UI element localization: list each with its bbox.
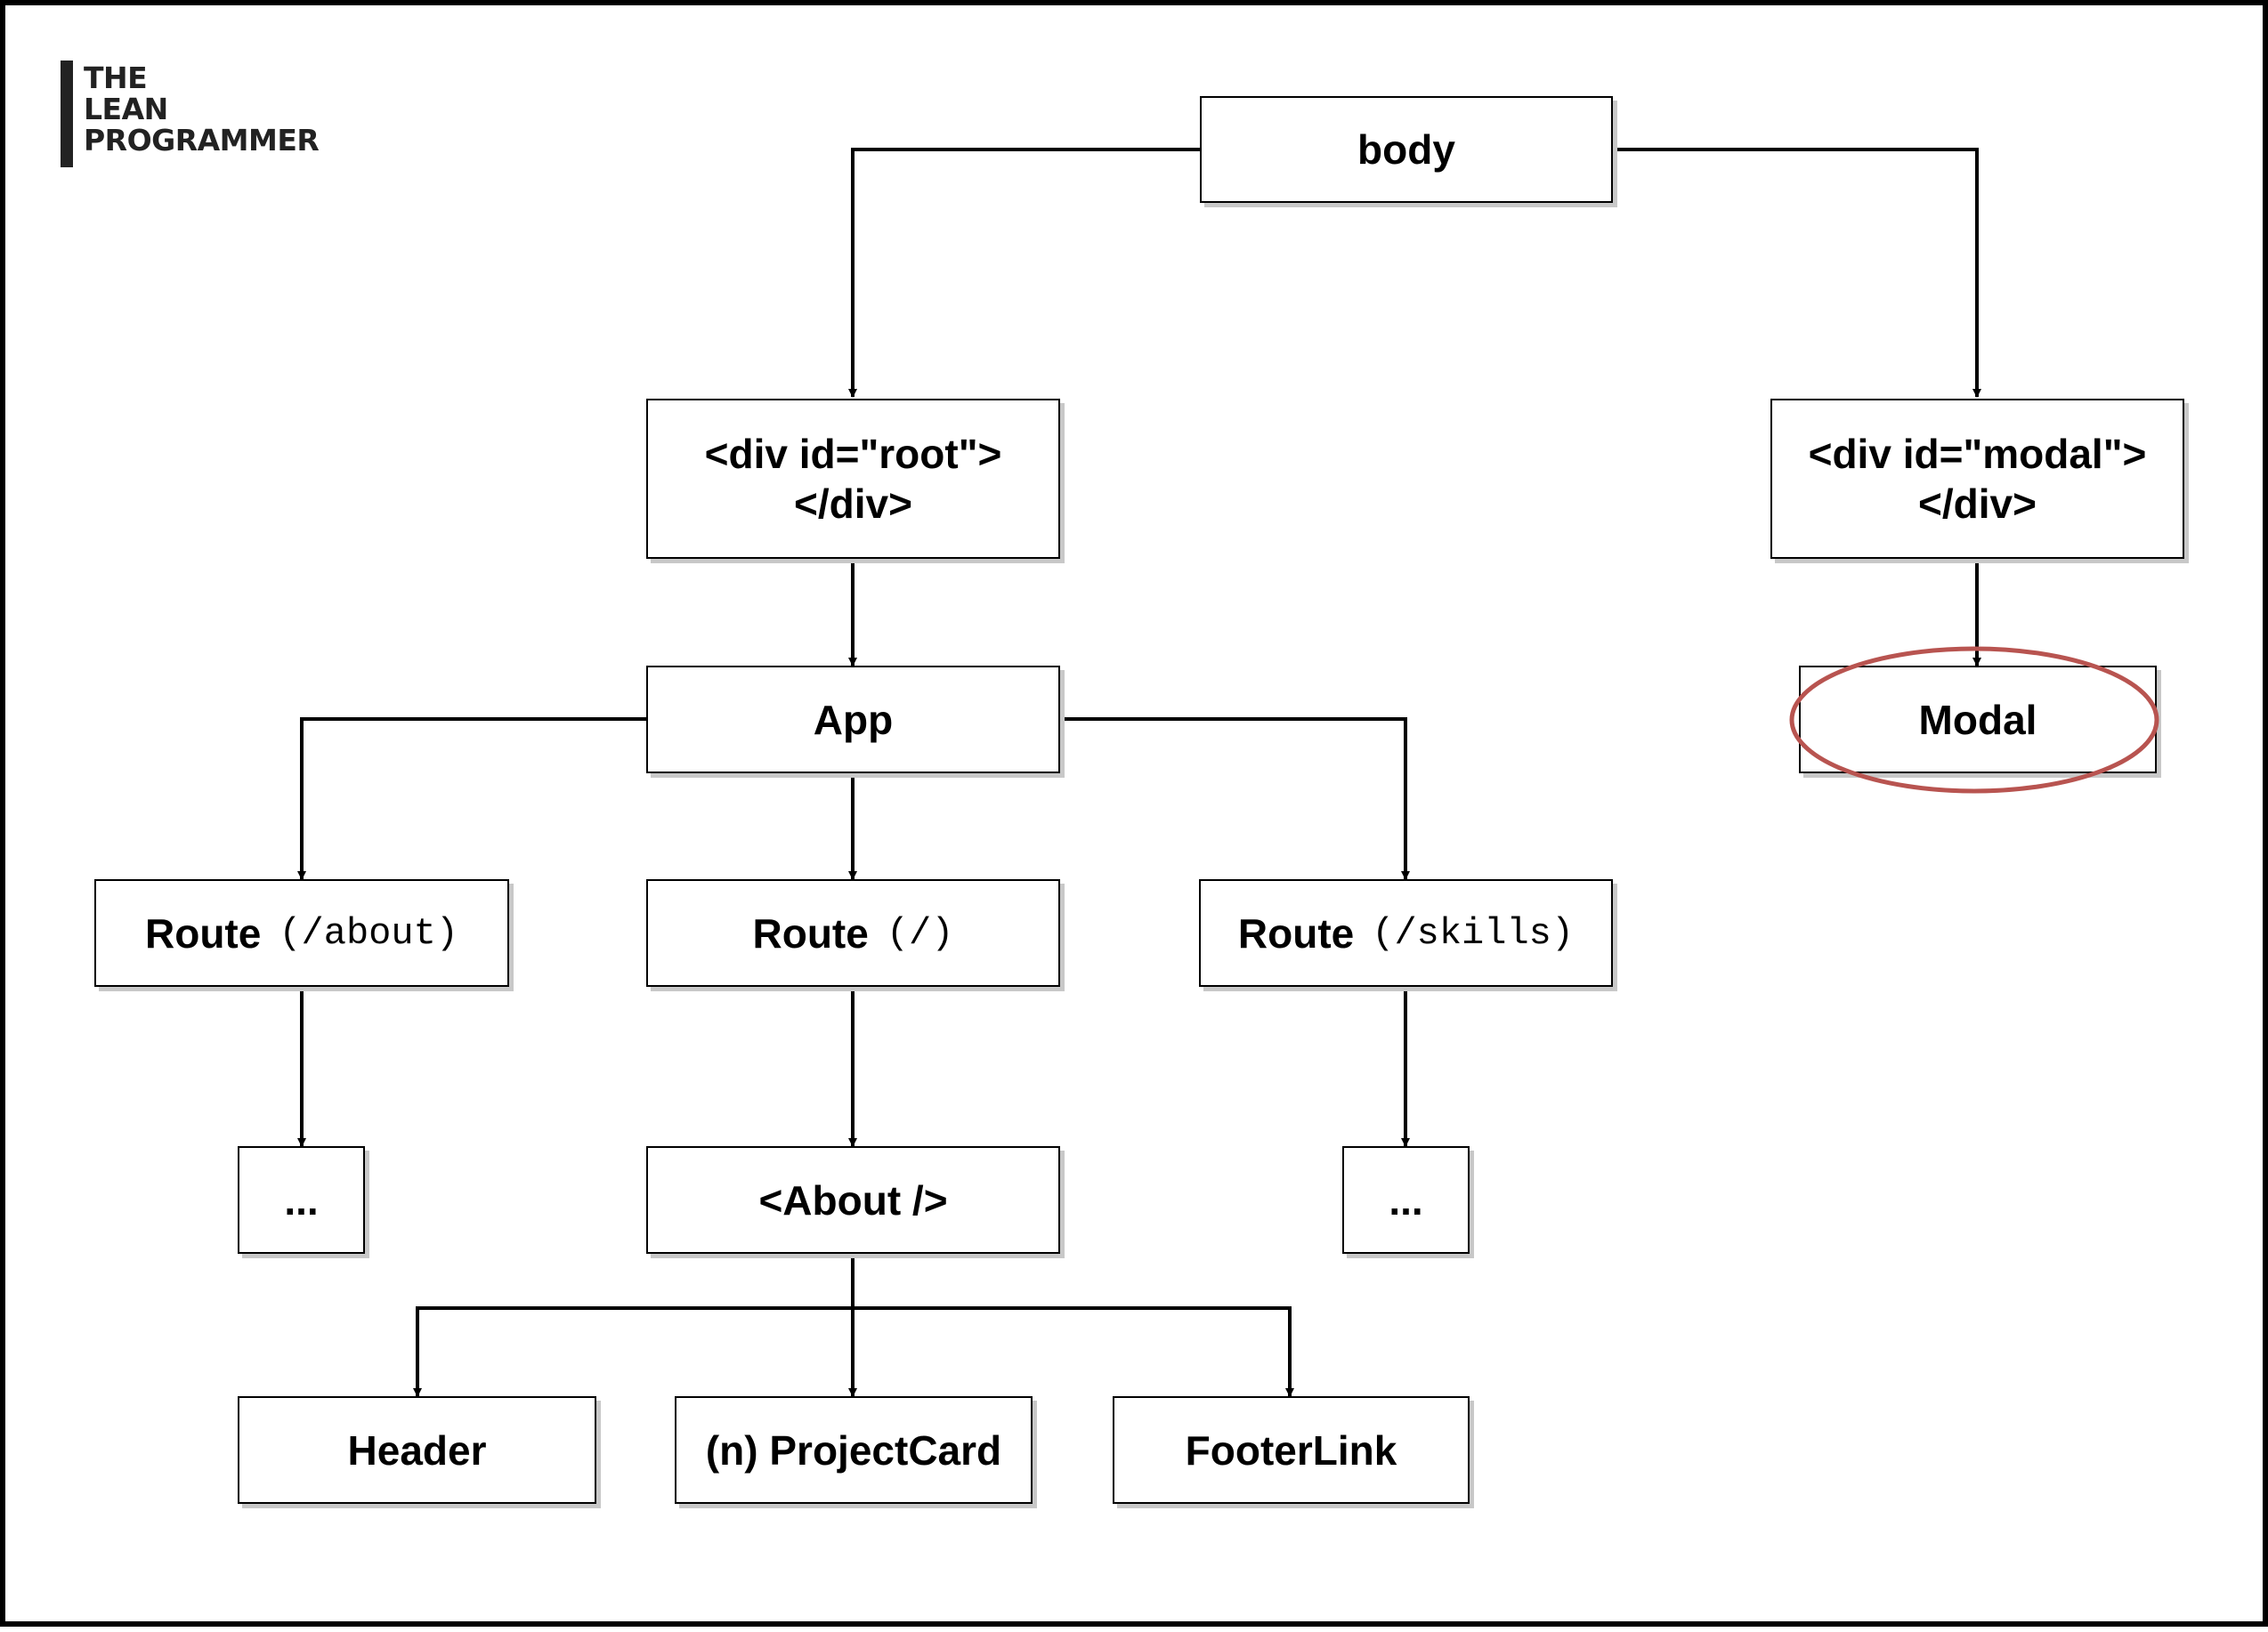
node-ellipsis-left-label: ...	[284, 1176, 319, 1224]
node-modal-label: Modal	[1918, 696, 2037, 743]
edge-about-footer-link	[853, 1306, 1294, 1397]
logo-bar	[61, 61, 73, 167]
logo-line-3: PROGRAMMER	[84, 123, 320, 158]
node-route-home: Route (/)	[646, 879, 1060, 987]
node-ellipsis-right-label: ...	[1389, 1176, 1423, 1224]
node-footer-link: FooterLink	[1113, 1396, 1470, 1504]
node-route-about-path: (/about)	[279, 911, 458, 955]
node-route-about-label: Route	[145, 909, 262, 957]
node-body-label: body	[1357, 126, 1455, 173]
edge-app-route-skills	[1060, 717, 1410, 880]
node-header: Header	[238, 1396, 596, 1504]
node-route-home-label: Route	[752, 909, 869, 957]
node-modal: Modal	[1799, 666, 2157, 773]
node-route-home-path: (/)	[886, 911, 954, 955]
edge-body-root	[848, 148, 1200, 398]
logo-line-1: THE	[84, 61, 148, 95]
node-root-div-line1: <div id="root">	[704, 431, 1002, 477]
node-modal-div-line2: </div>	[1918, 481, 2037, 527]
node-root-div: <div id="root"> </div>	[646, 399, 1060, 559]
node-modal-div-line1: <div id="modal">	[1808, 431, 2147, 477]
edge-body-modal-container	[1612, 148, 1981, 398]
node-app-label: App	[813, 696, 894, 743]
node-root-div-line2: </div>	[794, 481, 912, 527]
node-project-card: (n) ProjectCard	[675, 1396, 1033, 1504]
node-route-about: Route (/about)	[94, 879, 509, 987]
node-modal-div: <div id="modal"> </div>	[1770, 399, 2184, 559]
node-ellipsis-right: ...	[1342, 1146, 1470, 1254]
node-route-skills-path: (/skills)	[1372, 911, 1575, 955]
node-body: body	[1200, 96, 1613, 203]
node-route-skills-label: Route	[1237, 909, 1355, 957]
node-header-label: Header	[347, 1426, 487, 1474]
node-ellipsis-left: ...	[238, 1146, 365, 1254]
edge-about-header	[413, 1254, 855, 1397]
node-about: <About />	[646, 1146, 1060, 1254]
node-about-label: <About />	[758, 1176, 948, 1224]
connectors	[297, 148, 1981, 1397]
edge-app-route-about	[297, 717, 646, 880]
node-app: App	[646, 666, 1060, 773]
node-project-card-label: (n) ProjectCard	[705, 1426, 1002, 1474]
node-route-skills: Route (/skills)	[1199, 879, 1613, 987]
node-footer-link-label: FooterLink	[1185, 1426, 1397, 1474]
logo-line-2: LEAN	[84, 92, 168, 126]
